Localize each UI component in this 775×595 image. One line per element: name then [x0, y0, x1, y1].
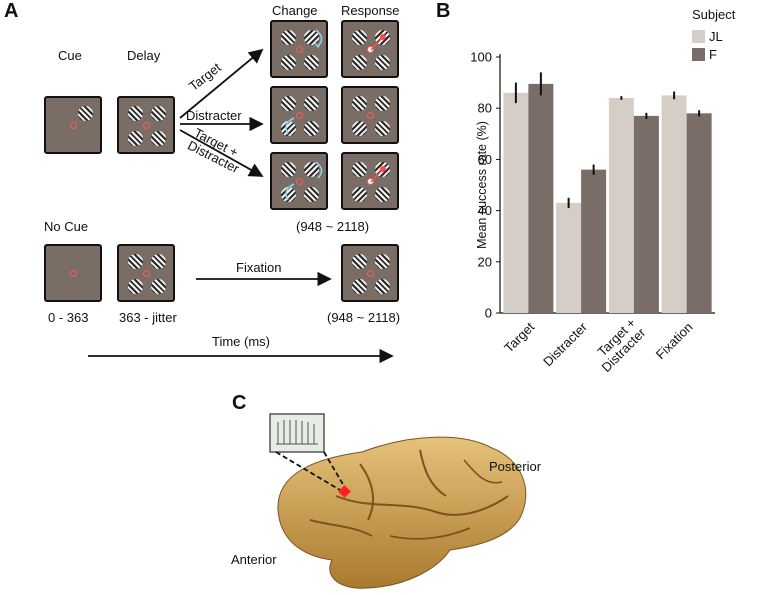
category-label: Distracter: [540, 319, 590, 369]
legend-label-jl: JL: [709, 29, 723, 44]
posterior-label: Posterior: [489, 459, 542, 474]
response-label: Response: [341, 3, 400, 18]
electrode-array-inset: [269, 413, 325, 453]
fixation-duration-label: (948 ~ 2118): [327, 310, 401, 325]
fixation-arrow-label: Fixation: [236, 260, 282, 275]
task-arrows: [88, 48, 394, 364]
change-stimulus-both: [270, 152, 328, 210]
no-cue-delay-stimulus: [117, 244, 175, 302]
y-tick-label: 80: [478, 101, 492, 116]
bar-jl: [608, 97, 634, 314]
anterior-label: Anterior: [231, 552, 277, 567]
category-label: Fixation: [653, 319, 696, 362]
distracter-arrow-label: Distracter: [186, 108, 242, 123]
legend-swatch-jl: [692, 30, 705, 43]
fixation-response-stimulus: [341, 244, 399, 302]
delay-label: Delay: [127, 48, 161, 63]
panel-label-a: A: [4, 0, 19, 22]
change-stimulus-target: [270, 20, 328, 78]
response-stimulus-target: [341, 20, 399, 78]
change-label: Change: [272, 3, 318, 18]
brain-illustration: [269, 413, 527, 589]
y-tick-label: 60: [478, 152, 492, 167]
no-cue-stimulus: [44, 244, 102, 302]
bar-f: [581, 169, 607, 313]
y-tick-label: 20: [478, 254, 492, 269]
cue-time-label: 0 - 363: [48, 310, 89, 325]
legend-label-f: F: [709, 47, 717, 62]
bar-f: [528, 83, 554, 313]
no-cue-label: No Cue: [44, 219, 89, 234]
bar-f: [686, 113, 712, 313]
response-stimulus-both: [341, 152, 399, 210]
category-label: Target: [501, 319, 537, 355]
bar-jl: [556, 202, 582, 313]
delay-time-label: 363 - jitter: [119, 310, 177, 325]
panel-label-c: C: [232, 392, 247, 414]
bar-jl: [503, 92, 529, 313]
change-duration-label: (948 ~ 2118): [296, 219, 370, 234]
y-axis-label: Mean success rate (%): [475, 121, 489, 249]
response-stimulus-distracter: [341, 86, 399, 144]
panel-label-b: B: [436, 0, 451, 22]
category-label: Target +Distracter: [589, 315, 649, 375]
cue-stimulus: [44, 96, 102, 154]
array-location-marker: [338, 485, 351, 498]
cue-label: Cue: [58, 48, 82, 63]
y-tick-label: 100: [470, 50, 492, 65]
legend-title: Subject: [692, 7, 736, 22]
delay-stimulus: [117, 96, 175, 154]
change-stimulus-distracter: [270, 86, 328, 144]
legend-swatch-f: [692, 48, 705, 61]
bar-f: [633, 115, 659, 313]
bar-jl: [661, 95, 687, 314]
brain-shape: [277, 436, 527, 589]
time-axis-label: Time (ms): [212, 334, 271, 349]
y-tick-label: 40: [478, 203, 492, 218]
y-tick-label: 0: [485, 306, 492, 321]
